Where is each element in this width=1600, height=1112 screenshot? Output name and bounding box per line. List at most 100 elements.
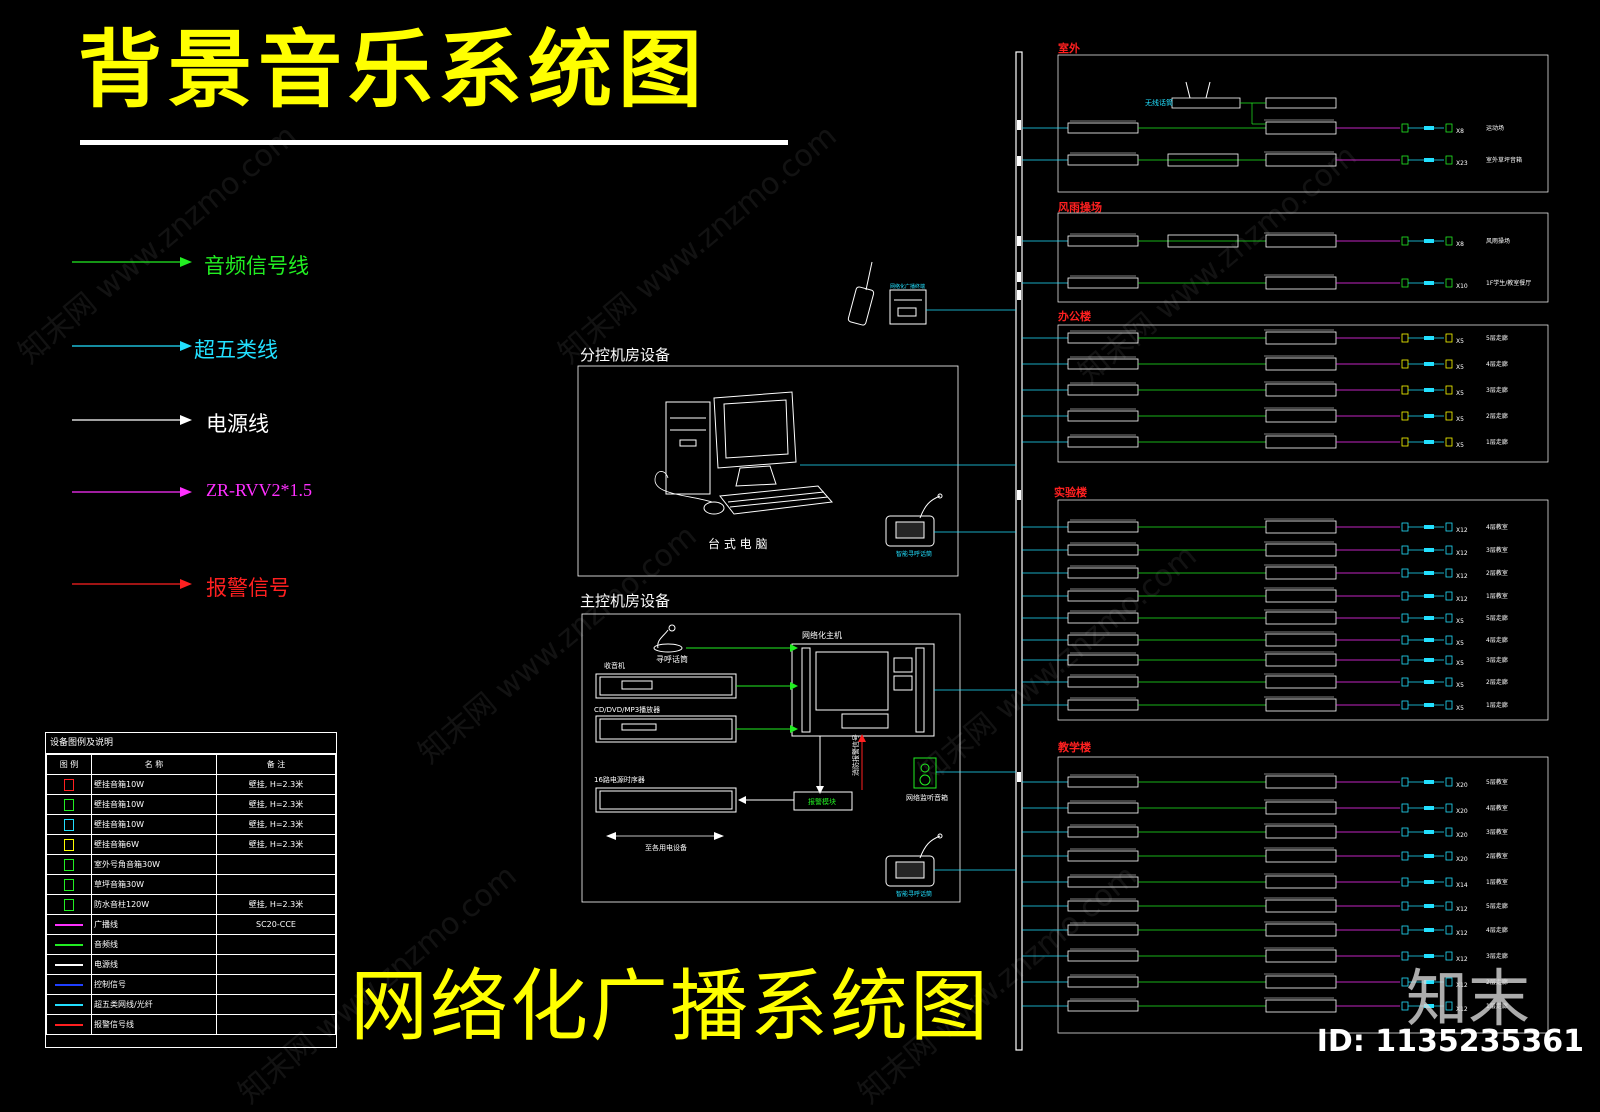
bus-tap [1017, 272, 1021, 282]
speaker-icon [1401, 851, 1409, 861]
room-frame [1057, 54, 1549, 193]
amplifier-unit [1265, 435, 1337, 449]
line-swatch [55, 943, 83, 946]
legend-label: 报警信号 [206, 576, 290, 600]
speaker-icon [1401, 545, 1409, 555]
speaker-icon [1445, 359, 1453, 369]
speaker-icon [1445, 568, 1453, 578]
junction-mark [1424, 571, 1434, 575]
zone-label: 2层走廊 [1486, 412, 1508, 420]
legend-label: 超五类线 [194, 338, 278, 362]
room-label: 室外 [1058, 42, 1080, 55]
zone-label: 4层教室 [1486, 523, 1508, 531]
junction-mark [1424, 703, 1434, 707]
terminal-unit [1067, 358, 1139, 370]
player-label: CD/DVD/MP3播放器 [594, 705, 660, 714]
table-row: 报警信号线 [46, 1014, 336, 1035]
bottom-mic-label: 智能寻呼话筒 [896, 890, 932, 898]
terminal-label: 网络化广播终端 [890, 283, 925, 290]
pc-tower-icon [665, 401, 711, 495]
line-legend: 音频信号线 超五类线 电源线 ZR-RVV2*1.5 报警信号 [72, 250, 372, 610]
zone-label: 2层教室 [1486, 569, 1508, 577]
amplifier-unit [1265, 825, 1337, 839]
arrow-icon [72, 257, 192, 267]
host-label: 网络化主机 [802, 630, 842, 640]
junction-mark [1424, 928, 1434, 932]
junction-mark [1424, 1004, 1434, 1008]
speaker-icon [1445, 803, 1453, 813]
bus-tap [1017, 120, 1021, 130]
line-swatch [55, 923, 83, 926]
speaker-count: X5 [1456, 705, 1464, 712]
arrow-icon [72, 415, 192, 425]
junction-mark [1424, 281, 1434, 285]
backbone-bus [1015, 51, 1023, 1051]
monitor-speaker-label: 网络监听音箱 [906, 793, 948, 802]
fire-box-label: 报警模块 [808, 797, 836, 806]
speaker-count: X12 [1456, 596, 1468, 603]
speaker-count: X5 [1456, 618, 1464, 625]
sub-mic-label: 智能寻呼话筒 [896, 550, 932, 558]
speaker-icon [1445, 333, 1453, 343]
pc-label: 台 式 电 脑 [708, 536, 767, 551]
speaker-icon [1445, 155, 1453, 165]
junction-mark [1424, 904, 1434, 908]
player-unit [595, 715, 737, 743]
zone-label: 3层走廊 [1486, 386, 1508, 394]
processor-unit [1167, 234, 1239, 248]
main-room-frame [581, 613, 961, 903]
amplifier-unit [1265, 633, 1337, 647]
speaker-count: X8 [1456, 241, 1464, 248]
speaker-icon [1445, 522, 1453, 532]
junction-mark [1424, 680, 1434, 684]
speaker-count: X5 [1456, 390, 1464, 397]
junction-mark [1424, 658, 1434, 662]
room-frame [1057, 324, 1549, 463]
amplifier-unit [1265, 276, 1337, 290]
speaker-icon [1445, 951, 1453, 961]
junction-mark [1424, 616, 1434, 620]
amplifier-unit [1265, 121, 1337, 135]
zone-label: 5层走廊 [1486, 614, 1508, 622]
terminal-unit [1067, 802, 1139, 814]
terminal-unit [1067, 436, 1139, 448]
speaker-icon [1401, 359, 1409, 369]
speaker-icon [1401, 877, 1409, 887]
tuner-label: 收音机 [604, 661, 625, 670]
terminal-unit [1067, 410, 1139, 422]
terminal-unit [1067, 235, 1139, 247]
terminal-unit [1067, 976, 1139, 988]
bus-tap [1017, 156, 1021, 166]
speaker-icon [1445, 655, 1453, 665]
zone-label: 运动场 [1486, 124, 1504, 132]
zone-label: 4层走廊 [1486, 360, 1508, 368]
zone-label: 4层走廊 [1486, 636, 1508, 644]
speaker-symbol-icon [64, 878, 74, 891]
bus-tap [1017, 290, 1021, 300]
legend-item: 超五类线 [72, 334, 372, 364]
amplifier-unit [1265, 153, 1337, 167]
amplifier-unit [1265, 566, 1337, 580]
speaker-icon [1401, 568, 1409, 578]
table-header-row: 图 例 名 称 备 注 [46, 754, 336, 775]
amplifier-unit [1265, 543, 1337, 557]
wireless-mic-label: 无线话筒 [1145, 99, 1173, 107]
amplifier-unit [1265, 775, 1337, 789]
line-swatch [55, 1023, 83, 1026]
zone-label: 3层走廊 [1486, 952, 1508, 960]
terminal-unit [1067, 676, 1139, 688]
speaker-count: X5 [1456, 416, 1464, 423]
legend-item: 音频信号线 [72, 250, 372, 280]
amplifier-unit [1265, 675, 1337, 689]
junction-mark [1424, 548, 1434, 552]
speaker-count: X12 [1456, 956, 1468, 963]
zone-label: 1F学生/教室餐厅 [1486, 279, 1531, 287]
table-row: 室外号角音箱30W [46, 854, 336, 875]
terminal-unit [1067, 567, 1139, 579]
legend-note [216, 1014, 336, 1035]
amplifier-unit [1265, 589, 1337, 603]
zone-label: 2层教室 [1486, 852, 1508, 860]
